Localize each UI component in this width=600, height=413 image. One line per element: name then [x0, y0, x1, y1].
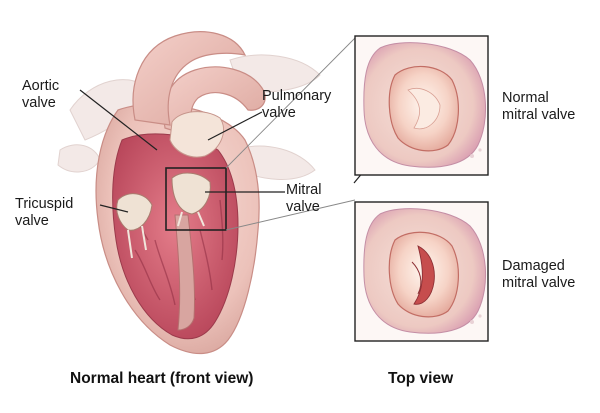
label-aortic-valve: Aortic valve [22, 78, 60, 111]
caption-front-view: Normal heart (front view) [70, 370, 254, 387]
normal-valve-panel [354, 35, 489, 176]
caption-top-view: Top view [388, 370, 454, 387]
damaged-valve-panel [354, 201, 489, 342]
aorta [132, 31, 247, 126]
zoom-connectors [225, 37, 356, 231]
label-damaged-mitral-valve: Damaged mitral valve [502, 258, 576, 291]
label-normal-mitral-valve: Normal mitral valve [502, 90, 576, 123]
mitral-zoom-box [165, 167, 227, 231]
label-pulmonary-valve: Pulmonary valve [262, 88, 332, 121]
mitral-valve-shape [171, 172, 211, 227]
label-tricuspid-valve: Tricuspid valve [15, 196, 74, 229]
tricuspid-valve-shape [116, 193, 153, 259]
septum [174, 214, 196, 331]
label-mitral-valve: Mitral valve [286, 182, 322, 215]
pulmonary-valve-shape [169, 111, 224, 158]
